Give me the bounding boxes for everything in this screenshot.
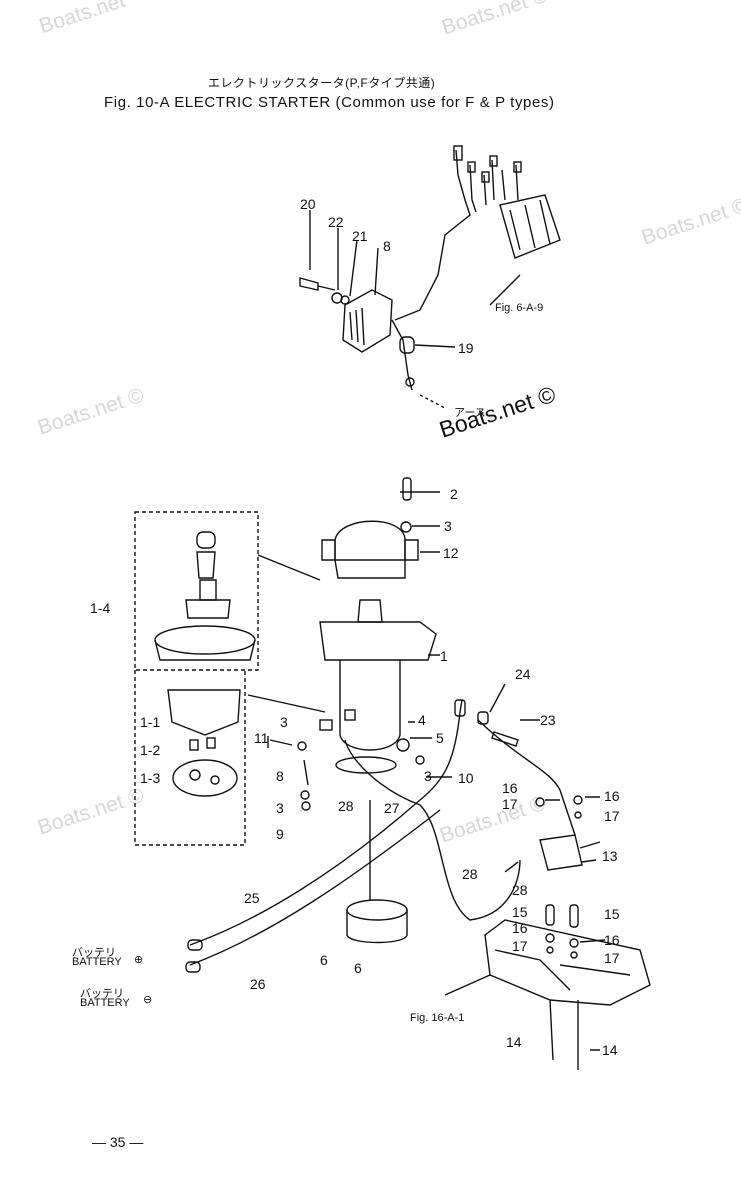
part-label: 16 bbox=[604, 932, 620, 948]
battery-positive-label: BATTERY bbox=[72, 956, 122, 968]
band-6 bbox=[346, 899, 408, 921]
part-label: 1-3 bbox=[140, 770, 161, 786]
part-label: 6 bbox=[354, 960, 362, 976]
part-label: 15 bbox=[604, 906, 620, 922]
battery-positive-sign: ⊕ bbox=[134, 954, 144, 966]
part-label: 13 bbox=[602, 848, 618, 864]
starter-body bbox=[339, 660, 401, 751]
part-label: 17 bbox=[604, 950, 620, 966]
part-label: 1-4 bbox=[90, 600, 111, 616]
battery-negative-sign: ⊖ bbox=[143, 994, 153, 1006]
part-label: 24 bbox=[515, 666, 531, 682]
part-label: 3 bbox=[424, 768, 432, 784]
part-label: 16 bbox=[502, 780, 518, 796]
part-label: 21 bbox=[352, 228, 368, 244]
starter-relay bbox=[539, 834, 583, 871]
part-label: 12 bbox=[443, 545, 459, 561]
part-label: 25 bbox=[244, 890, 260, 906]
part-label: 15 bbox=[512, 904, 528, 920]
page-title: Fig. 10-A ELECTRIC STARTER (Common use f… bbox=[104, 94, 555, 111]
part-label: 8 bbox=[276, 768, 284, 784]
connector-block bbox=[499, 194, 561, 259]
starter-flange bbox=[319, 621, 437, 661]
part-label: 16 bbox=[604, 788, 620, 804]
part-label: 20 bbox=[300, 196, 316, 212]
part-label: 14 bbox=[602, 1042, 618, 1058]
part-label: 11 bbox=[254, 730, 269, 746]
title-japanese: エレクトリックスタータ(P,Fタイプ共通) bbox=[208, 76, 436, 90]
part-label: 14 bbox=[506, 1034, 522, 1050]
part-label: 19 bbox=[458, 340, 474, 356]
part-label: 27 bbox=[384, 800, 400, 816]
part-label: 17 bbox=[604, 808, 620, 824]
part-label: 28 bbox=[338, 798, 354, 814]
part-label: 1-1 bbox=[140, 714, 161, 730]
part-label: 8 bbox=[383, 238, 391, 254]
cable-24 bbox=[477, 719, 576, 836]
cable-26 bbox=[189, 809, 441, 966]
part-label: 3 bbox=[444, 518, 452, 534]
part-label: 2 bbox=[450, 486, 458, 502]
battery-positive-jp: バッテリ bbox=[72, 947, 116, 959]
part-label: 17 bbox=[512, 938, 528, 954]
battery-negative-label: BATTERY bbox=[80, 997, 130, 1009]
cable-27 bbox=[344, 739, 521, 921]
part-label: 26 bbox=[250, 976, 266, 992]
part-label: 4 bbox=[418, 712, 426, 728]
part-label: 28 bbox=[512, 882, 528, 898]
part-label: 17 bbox=[502, 796, 518, 812]
solenoid-cover bbox=[334, 520, 406, 561]
page-number: — 35 — bbox=[92, 1134, 144, 1150]
ref-ground: アース bbox=[454, 407, 486, 419]
bracket bbox=[484, 919, 651, 1006]
part-label: 9 bbox=[276, 826, 284, 842]
cable-25 bbox=[189, 711, 461, 946]
battery-negative-jp: バッテリ bbox=[80, 988, 124, 1000]
part-label: 28 bbox=[462, 866, 478, 882]
part-label: 10 bbox=[458, 770, 474, 786]
ref-fig-6-a-9: Fig. 6-A-9 bbox=[495, 302, 544, 314]
part-label: 23 bbox=[540, 712, 556, 728]
ref-fig-16-a-1: Fig. 16-A-1 bbox=[410, 1012, 465, 1024]
rectifier bbox=[342, 289, 393, 353]
part-label: 3 bbox=[276, 800, 284, 816]
part-label: 6 bbox=[320, 952, 328, 968]
part-label: 3 bbox=[280, 714, 288, 730]
part-label: 22 bbox=[328, 214, 344, 230]
part-label: 5 bbox=[436, 730, 444, 746]
part-label: 16 bbox=[512, 920, 528, 936]
part-label: 1-2 bbox=[140, 742, 161, 758]
part-label: 1 bbox=[440, 648, 448, 664]
